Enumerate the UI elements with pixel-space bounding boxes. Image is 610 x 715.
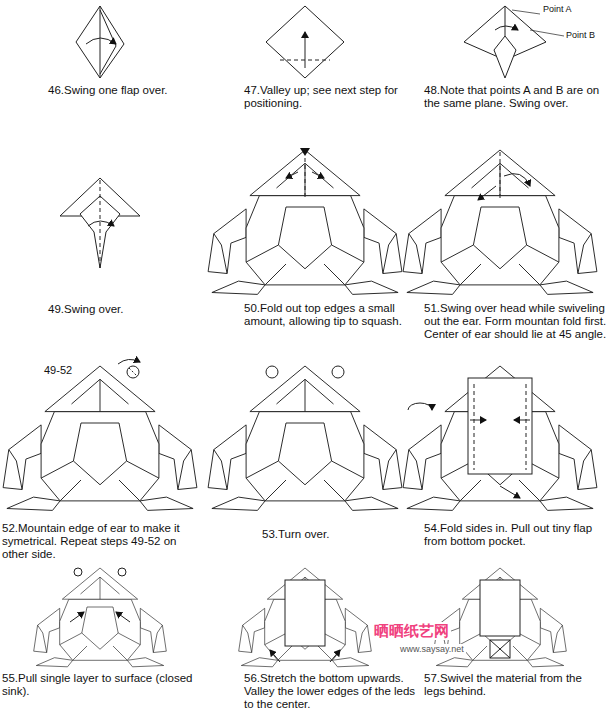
point-label: Point B [566, 30, 595, 41]
step-caption: 49.Swing over. [48, 303, 198, 316]
step-caption: 48.Note that points A and B are on the s… [424, 84, 608, 110]
step-52 [3, 359, 197, 510]
step-caption: 50.Fold out top edges a small amount, al… [244, 302, 412, 328]
step-caption: 56.Stretch the bottom upwards. Valley th… [244, 672, 416, 711]
step-55 [34, 568, 167, 667]
step-54 [403, 366, 597, 510]
step-48 [464, 6, 564, 78]
point-label: Point A [543, 4, 572, 15]
step-caption: 52.Mountain edge of ear to make it symet… [2, 522, 192, 561]
step-caption: 46.Swing one flap over. [48, 84, 208, 97]
step-46 [76, 6, 124, 78]
watermark: 晒晒纸艺网 [372, 622, 451, 640]
step-caption: 53.Turn over. [262, 528, 402, 541]
turn-over-symbol [408, 403, 432, 410]
step-caption: 57.Swivel the material from the legs beh… [424, 672, 606, 698]
watermark-url: www.saysay.net [398, 644, 466, 655]
step-caption: 54.Fold sides in. Pull out tiny flap fro… [424, 522, 606, 548]
step-caption: 51.Swing over head while swiveling out t… [424, 302, 608, 341]
step-47 [266, 6, 344, 78]
callout-number: 49-52 [44, 364, 72, 377]
step-caption: 55.Pull single layer to surface (closed … [2, 672, 194, 698]
step-50 [208, 148, 402, 294]
step-caption: 47.Valley up; see next step for position… [244, 84, 409, 110]
step-56 [239, 568, 372, 667]
step-51 [403, 150, 597, 294]
step-49 [60, 178, 140, 268]
step-53 [208, 366, 402, 510]
